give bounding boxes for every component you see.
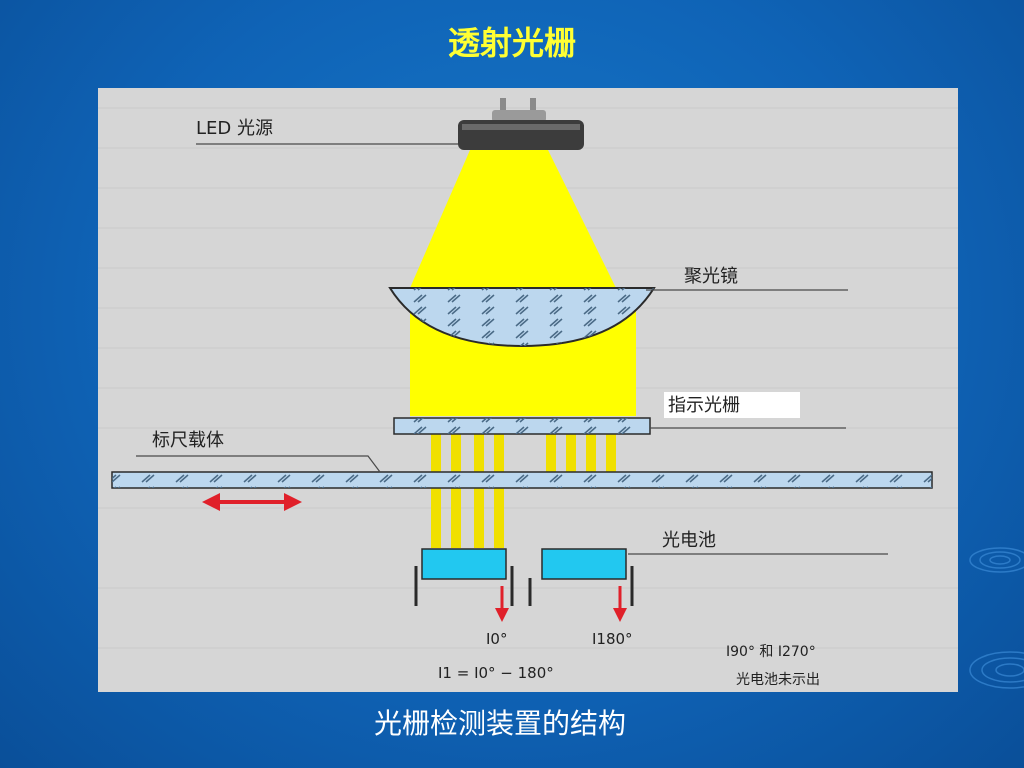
signal-i180-label: I180° — [592, 630, 633, 648]
current-arrow-left — [495, 586, 509, 622]
grating-diagram: LED 光源 聚光镜 指示光栅 标尺载体 光电池 I0° I180° I1 = … — [98, 88, 958, 692]
diagram-svg: LED 光源 聚光镜 指示光栅 标尺载体 光电池 I0° I180° I1 = … — [98, 88, 958, 692]
photocell-left — [414, 548, 514, 606]
current-arrow-right — [613, 586, 627, 622]
index-grating-label: 指示光栅 — [668, 395, 740, 416]
slide-title: 透射光栅 — [447, 24, 576, 62]
note-line-1: I90° 和 I270° — [726, 644, 816, 660]
movement-arrow — [202, 493, 302, 511]
ripple-decoration — [969, 547, 1024, 689]
leader-lines — [136, 143, 888, 555]
light-beams — [431, 433, 616, 548]
photocell-label: 光电池 — [662, 530, 716, 551]
light-cone — [410, 150, 616, 288]
led-light-source — [458, 98, 584, 150]
photocell-right — [528, 548, 634, 606]
index-grating — [393, 417, 651, 435]
signal-formula: I1 = I0° − 180° — [438, 664, 554, 682]
index-grating-label-bg — [664, 392, 800, 418]
signal-i0-label: I0° — [486, 630, 507, 648]
note-line-2: 光电池未示出 — [736, 672, 820, 688]
condenser-label: 聚光镜 — [684, 266, 738, 287]
condenser-lens — [388, 287, 656, 348]
scale-carrier-label: 标尺载体 — [152, 430, 224, 451]
scale-carrier — [111, 471, 933, 489]
led-label: LED 光源 — [196, 118, 273, 139]
slide-caption: 光栅检测装置的结构 — [373, 707, 626, 740]
